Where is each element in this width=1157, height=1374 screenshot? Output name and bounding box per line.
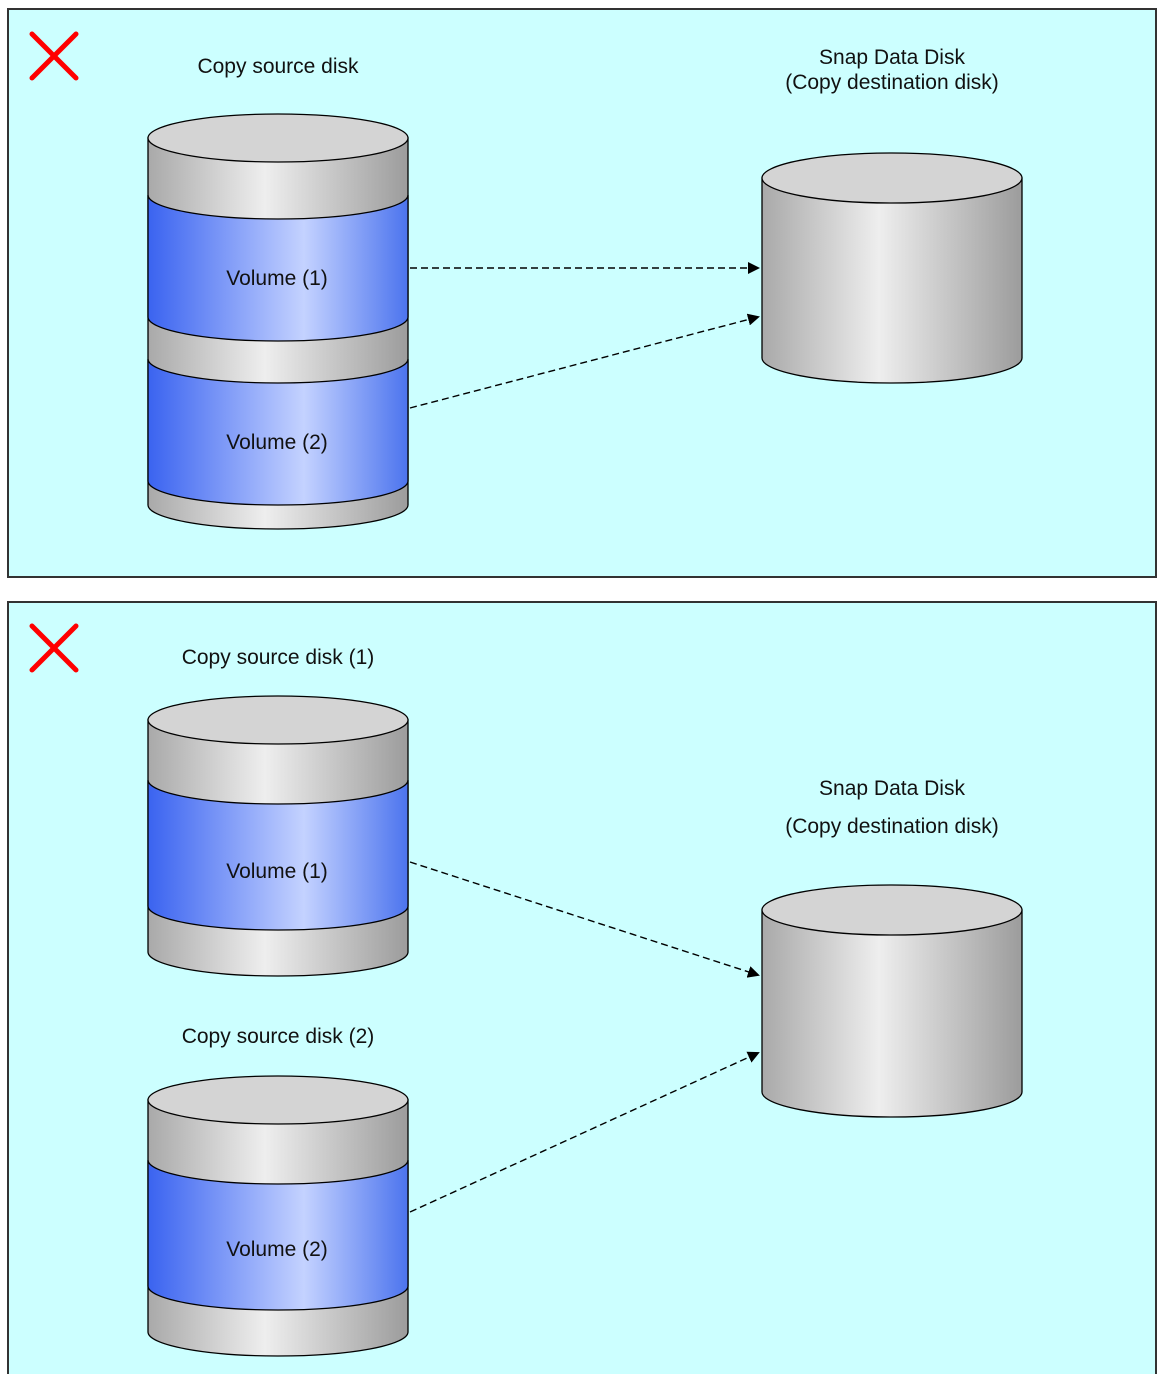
- snap-data-disk-label: Snap Data Disk: [819, 777, 965, 800]
- red-cross-icon: [29, 31, 79, 81]
- copy-source-disk-2-label: Copy source disk (2): [181, 1025, 375, 1048]
- copy-source-disk-2-cylinder: [147, 1075, 409, 1357]
- copy-arrow-source-1: [409, 861, 760, 978]
- volume-2-band: [147, 358, 409, 506]
- copy-arrow-source-2: [409, 1051, 760, 1213]
- copy-source-disk-label: Copy source disk: [197, 55, 359, 78]
- volume-2-label: Volume (2): [226, 431, 328, 454]
- copy-arrow-volume-2: [409, 313, 760, 409]
- volume-1-band: [147, 194, 409, 342]
- volume-1-band: [147, 779, 409, 931]
- red-cross-icon: [29, 623, 79, 673]
- copy-destination-disk-label: (Copy destination disk): [785, 71, 999, 94]
- snap-data-disk-cylinder: [761, 152, 1023, 384]
- volume-2-band: [147, 1159, 409, 1311]
- copy-destination-disk-label: (Copy destination disk): [785, 815, 999, 838]
- copy-source-disk-1-cylinder: [147, 695, 409, 977]
- volume-2-label: Volume (2): [226, 1238, 328, 1261]
- snap-data-disk-cylinder: [761, 884, 1023, 1118]
- volume-1-label: Volume (1): [226, 860, 328, 883]
- snap-data-disk-label: Snap Data Disk: [819, 46, 965, 69]
- volume-1-label: Volume (1): [226, 267, 328, 290]
- copy-source-disk-1-label: Copy source disk (1): [181, 646, 375, 669]
- copy-source-disk-cylinder: [147, 113, 409, 530]
